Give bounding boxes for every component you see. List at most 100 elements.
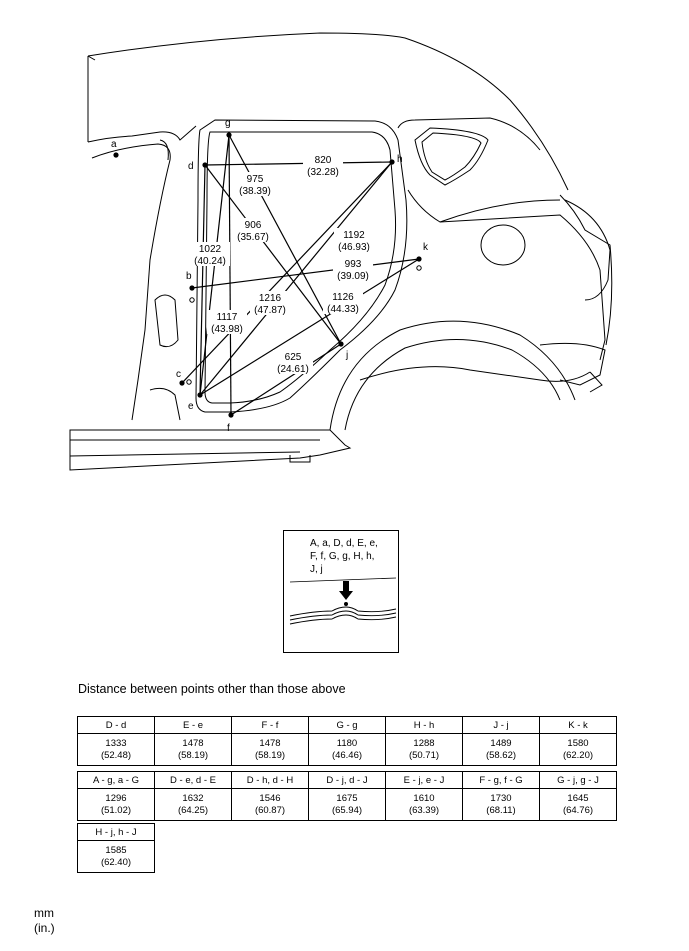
label-g: g [225, 118, 231, 129]
label-f: f [227, 423, 230, 434]
measurement-point-marker [344, 602, 348, 606]
table-header: D - j, d - J [308, 771, 386, 789]
svg-text:(43.98): (43.98) [211, 324, 243, 335]
svg-text:975: 975 [247, 174, 264, 185]
table-header: G - g [308, 716, 386, 734]
label-c: c [176, 369, 181, 380]
distance-table-row-2: A - g, a - G D - e, d - E D - h, d - H D… [77, 771, 617, 821]
label-k: k [423, 242, 429, 253]
point-j [338, 341, 344, 347]
legend-text: A, a, D, d, E, e, F, f, G, g, H, h, J, j [310, 537, 396, 576]
table-cell: 1610(63.39) [385, 788, 463, 821]
line-d-h [204, 161, 393, 166]
table-cell: 1546(60.87) [231, 788, 309, 821]
unit-primary: mm [34, 906, 54, 920]
svg-text:(35.67): (35.67) [237, 232, 269, 243]
measurement-points [113, 132, 422, 418]
table-header: H - h [385, 716, 463, 734]
svg-text:(47.87): (47.87) [254, 305, 286, 316]
meas-e-k: 1126 (44.33) [323, 290, 363, 315]
table-header: G - j, g - J [539, 771, 617, 789]
table-header: A - g, a - G [77, 771, 155, 789]
svg-text:1117: 1117 [217, 312, 238, 323]
label-b: b [186, 271, 192, 282]
table-header: F - g, f - G [462, 771, 540, 789]
label-d: d [188, 161, 194, 172]
table-cell: 1580(62.20) [539, 733, 617, 766]
svg-text:993: 993 [345, 259, 362, 270]
label-h: h [397, 154, 403, 165]
legend-line-1: A, a, D, d, E, e, [310, 538, 378, 549]
svg-text:1126: 1126 [332, 292, 354, 303]
table-cell: 1288(50.71) [385, 733, 463, 766]
point-e [197, 392, 203, 398]
meas-g-e: 1022 (40.24) [190, 242, 230, 267]
legend-line-2: F, f, G, g, H, h, [310, 551, 375, 562]
down-arrow-icon [339, 581, 353, 600]
svg-text:1022: 1022 [199, 244, 222, 255]
unit-secondary: (in.) [34, 921, 55, 935]
table-cell: 1489(58.62) [462, 733, 540, 766]
measurement-point-legend: A, a, D, d, E, e, F, f, G, g, H, h, J, j [283, 530, 399, 653]
table-header: F - f [231, 716, 309, 734]
label-a: a [111, 139, 117, 150]
svg-text:(40.24): (40.24) [194, 256, 226, 267]
point-c [179, 380, 185, 386]
svg-text:(44.33): (44.33) [327, 304, 359, 315]
table-cell: 1333(52.48) [77, 733, 155, 766]
line-g-f [228, 134, 232, 416]
svg-text:(46.93): (46.93) [338, 242, 370, 253]
table-header: E - j, e - J [385, 771, 463, 789]
point-f [228, 412, 234, 418]
svg-text:(32.28): (32.28) [307, 167, 339, 178]
point-d [202, 162, 208, 168]
table-header: E - e [154, 716, 232, 734]
svg-text:906: 906 [245, 220, 262, 231]
table-cell: 1296(51.02) [77, 788, 155, 821]
svg-text:1192: 1192 [343, 230, 365, 241]
hole-k [416, 265, 422, 271]
table-header: D - h, d - H [231, 771, 309, 789]
vehicle-body-outline [69, 32, 613, 471]
svg-text:(38.39): (38.39) [239, 186, 271, 197]
distance-table-row-3: H - j, h - J 1585(62.40) [77, 823, 155, 873]
distance-table-row-1: D - d E - e F - f G - g H - h J - j K - … [77, 716, 617, 766]
hole-c [186, 379, 192, 385]
point-labels: a g d h k b j c e f [111, 118, 429, 434]
line-h-e [199, 161, 393, 396]
table-cell: 1478(58.19) [154, 733, 232, 766]
svg-text:1216: 1216 [259, 293, 282, 304]
svg-text:(24.61): (24.61) [277, 364, 309, 375]
svg-text:(39.09): (39.09) [337, 271, 369, 282]
table-header: J - j [462, 716, 540, 734]
table-header: H - j, h - J [77, 823, 155, 841]
panel-section-illustration [289, 577, 397, 625]
meas-h-e: 1192 (46.93) [334, 228, 374, 253]
table-cell: 1730(68.11) [462, 788, 540, 821]
point-a [113, 152, 119, 158]
meas-f-j: 625 (24.61) [273, 350, 313, 375]
distance-table-caption: Distance between points other than those… [78, 682, 346, 696]
meas-g-f: 1117 (43.98) [207, 310, 247, 335]
label-j: j [345, 350, 348, 361]
point-h [389, 159, 395, 165]
meas-d-h: 820 (32.28) [303, 153, 343, 178]
table-cell: 1675(65.94) [308, 788, 386, 821]
legend-line-3: J, j [310, 564, 323, 575]
meas-d-j: 906 (35.67) [233, 218, 273, 243]
meas-c-h: 1216 (47.87) [250, 291, 290, 316]
line-c-h [181, 161, 393, 384]
table-cell: 1585(62.40) [77, 840, 155, 873]
point-g [226, 132, 232, 138]
measurement-lines [181, 134, 420, 416]
line-d-j [204, 164, 342, 345]
svg-text:820: 820 [315, 155, 332, 166]
table-header: D - d [77, 716, 155, 734]
label-e: e [188, 401, 194, 412]
table-cell: 1180(46.46) [308, 733, 386, 766]
hole-b [189, 297, 195, 303]
svg-text:625: 625 [285, 352, 302, 363]
table-cell: 1645(64.76) [539, 788, 617, 821]
line-d-e [199, 164, 206, 396]
